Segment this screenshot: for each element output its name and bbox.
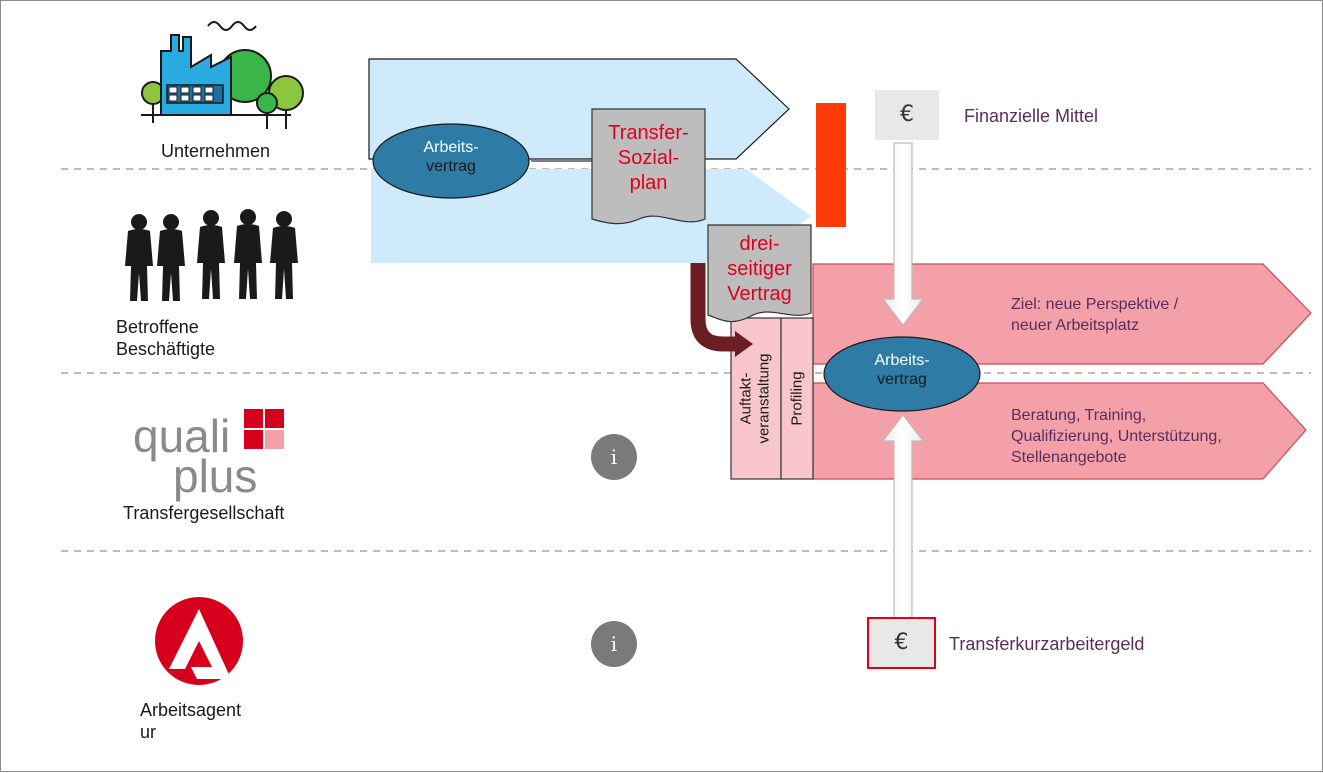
arbeitsvertrag-bottom-line1: Arbeits- [874, 352, 930, 369]
ziel-line2: neuer Arbeitsplatz [1011, 317, 1140, 334]
transfer-sozialplan-line1: Transfer- [608, 122, 689, 144]
profiling-label: Profiling [788, 371, 806, 426]
transferkurzarbeitergeld-label: Transferkurzarbeitergeld [949, 634, 1145, 654]
transfer-sozialplan-line2: Sozial- [617, 147, 680, 169]
finanzielle-mittel-label: Finanzielle Mittel [964, 106, 1099, 126]
info-icon[interactable]: i [591, 434, 637, 480]
profiling-box [780, 317, 814, 480]
ziel-line1: Ziel: neue Perspektive / [1011, 296, 1179, 313]
arbeitsvertrag-ellipse-bottom [823, 336, 981, 412]
lane-label-unternehmen: Unternehmen [161, 141, 271, 161]
euro-box-top [875, 90, 939, 140]
beratung-line1: Beratung, Training, [1011, 407, 1147, 424]
qualiplus-logo-text-line2: plus [173, 450, 258, 502]
lane-label-arbeitsagentur-line1: Arbeitsagent [140, 700, 242, 720]
curved-arrow [690, 263, 737, 352]
arbeitsvertrag-top-line2: vertrag [426, 158, 476, 175]
arbeitsvertrag-bottom-line2: vertrag [877, 371, 927, 388]
transfer-sozialplan-doc [591, 108, 706, 225]
auftakt-label-line1: Auftakt- [737, 372, 755, 425]
arbeitsvertrag-top-line1: Arbeits- [423, 139, 479, 156]
people-silhouettes-icon [125, 209, 298, 301]
lane-label-beschaeftigte-line2: Beschäftigte [116, 339, 216, 359]
euro-symbol-top: € [900, 102, 914, 127]
arbeitsagentur-logo-icon [155, 597, 243, 685]
lane-label-arbeitsagentur-line2: ur [140, 722, 157, 742]
funding-arrow-up [881, 414, 925, 622]
dreiseitiger-vertrag-line3: Vertrag [727, 283, 792, 305]
qualiplus-logo-icon [244, 409, 284, 449]
beratung-line2: Qualifizierung, Unterstützung, [1011, 428, 1222, 445]
funding-arrow-down [881, 142, 925, 326]
qualiplus-logo-text-line1: quali [133, 410, 231, 462]
euro-symbol-bottom: € [894, 630, 909, 655]
red-bar [816, 103, 846, 227]
euro-box-bottom [867, 617, 936, 669]
dreiseitiger-vertrag-line1: drei- [739, 233, 780, 255]
transfer-sozialplan-line3: plan [629, 172, 668, 194]
factory-icon [141, 21, 304, 129]
lane-label-transfergesellschaft: Transfergesellschaft [123, 503, 285, 523]
arbeitsvertrag-ellipse-top [372, 123, 530, 199]
curved-arrow-head [735, 331, 753, 357]
lane-label-beschaeftigte-line1: Betroffene [116, 317, 199, 337]
auftakt-label-line2: veranstaltung [755, 353, 773, 444]
dreiseitiger-vertrag-doc [707, 224, 812, 323]
beratung-line3: Stellenangebote [1011, 449, 1127, 466]
info-icon[interactable]: i [591, 621, 637, 667]
dreiseitiger-vertrag-line2: seitiger [727, 258, 792, 280]
